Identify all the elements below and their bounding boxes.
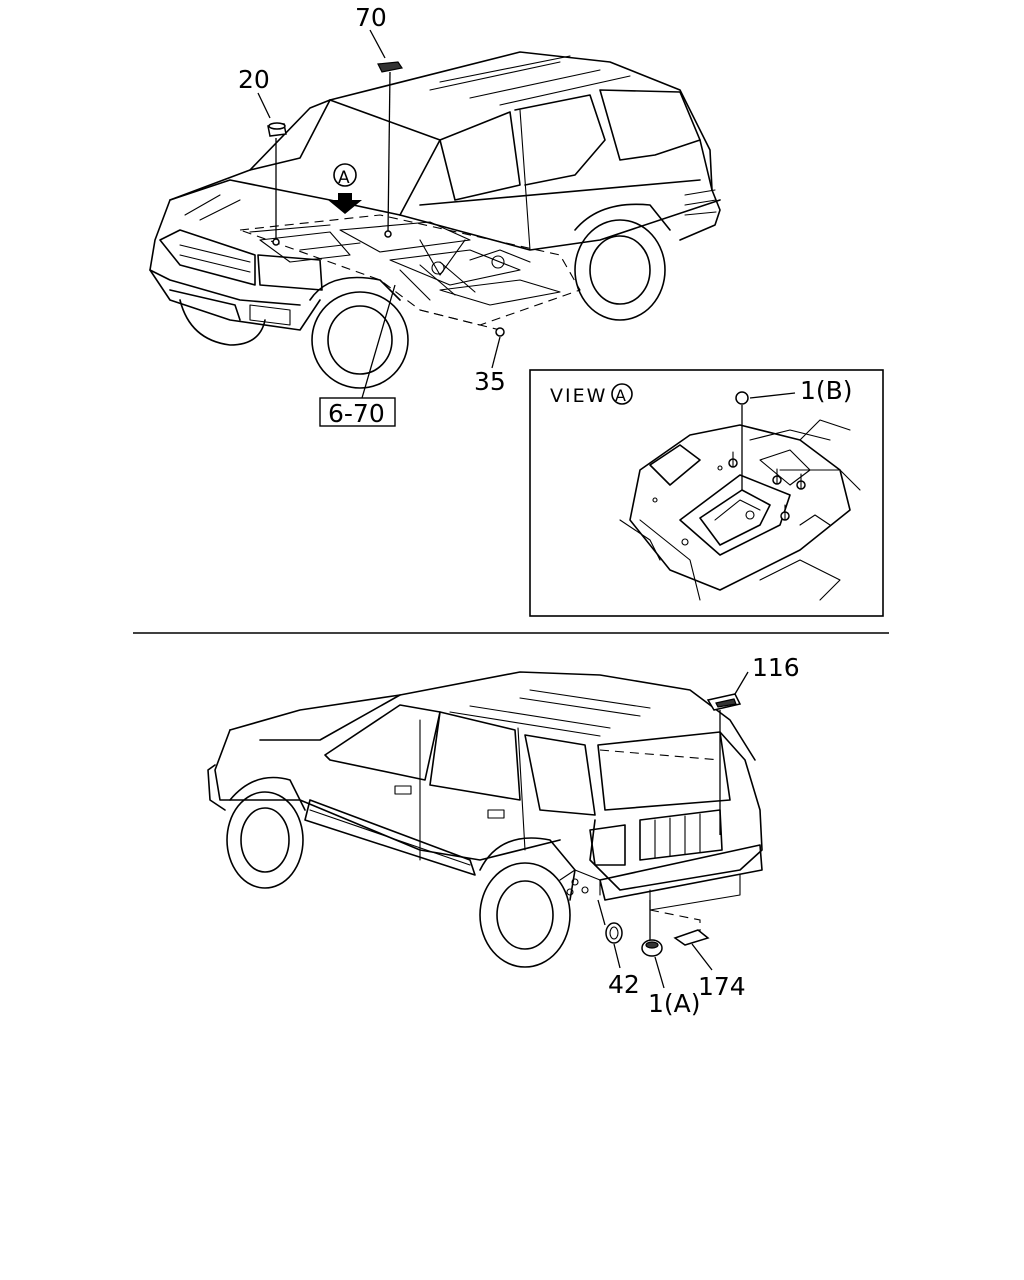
bottom-vehicle-illustration <box>207 671 763 968</box>
view-circle-letter: A <box>615 386 626 405</box>
top-vehicle-illustration <box>149 51 721 389</box>
view-a-inset: VIEW A 1(B) <box>529 369 884 617</box>
view-marker-letter: A <box>338 168 350 188</box>
part-1a: 1(A) <box>641 900 701 1018</box>
bolt-icon <box>735 391 749 405</box>
plug-icon <box>495 327 505 337</box>
callout-42: 42 <box>608 970 640 999</box>
view-a-arrow: A <box>328 163 362 214</box>
reference-box <box>319 397 396 427</box>
callout-1b: 1(B) <box>800 376 853 405</box>
part-42: 42 <box>597 899 640 999</box>
tail-light <box>589 824 626 866</box>
pad-icon <box>673 929 710 946</box>
callout-70: 70 <box>355 3 387 32</box>
callout-6-70: 6-70 <box>328 399 385 428</box>
grommet-icon <box>605 922 623 944</box>
callout-1a: 1(A) <box>648 989 701 1018</box>
callout-20: 20 <box>238 65 270 94</box>
part-174: 174 <box>673 929 746 1001</box>
view-title: VIEW <box>550 385 607 407</box>
clip-icon <box>377 61 403 73</box>
part-35: 35 <box>474 327 506 396</box>
part-116: 116 <box>706 653 800 835</box>
callout-174: 174 <box>698 972 746 1001</box>
arrow-down-icon <box>328 193 362 214</box>
part-6-70: 6-70 <box>319 284 396 428</box>
part-20: 20 <box>238 65 287 246</box>
part-70: 70 <box>355 3 403 238</box>
callout-35: 35 <box>474 367 506 396</box>
callout-116: 116 <box>752 653 800 682</box>
